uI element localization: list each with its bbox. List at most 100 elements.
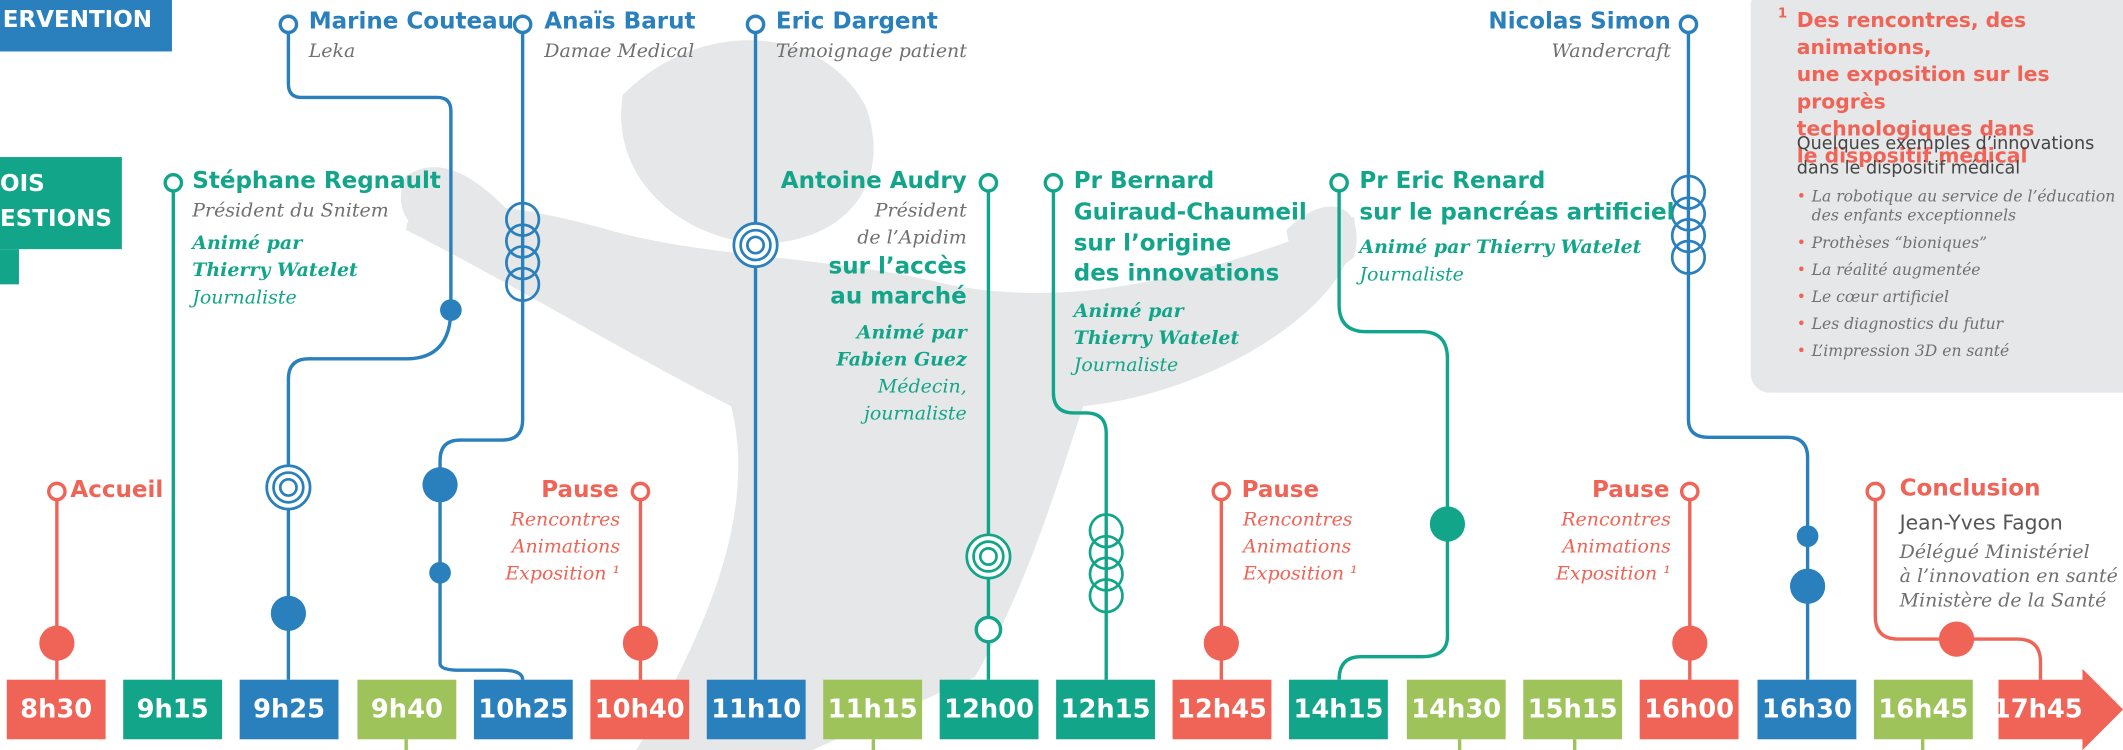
ring-conclusion: [1865, 481, 1886, 502]
pause3-l1: Rencontres: [1561, 509, 1671, 531]
guiraud-anim-2: Thierry Watelet: [1073, 327, 1240, 350]
left-tag-intervention-text: ERVENTION: [2, 6, 153, 34]
line-14h15: [1337, 192, 1450, 680]
conclusion-r2: à l’innovation en santé: [1899, 565, 2118, 588]
conclusion-r3: Ministère de la Santé: [1899, 590, 2107, 613]
left-tag-questions-tail: [0, 249, 19, 285]
conclusion-r1: Délégué Ministériel: [1899, 541, 2090, 564]
panel-item: Le cœur artificiel: [1797, 287, 2116, 306]
ring-accueil: [47, 481, 67, 502]
speaker-dargent-name: Eric Dargent: [775, 8, 938, 36]
left-tag-intervention: [0, 0, 172, 52]
panel-title-3: technologiques dans: [1796, 116, 2035, 141]
speaker-couteau-name: Marine Couteau: [308, 8, 515, 36]
regnault-anim-1: Animé par: [192, 232, 303, 255]
pause1-l2: Animations: [511, 536, 621, 558]
speaker-audry-name: Antoine Audry: [780, 167, 967, 195]
panel-item: Prothèses “bioniques”: [1797, 233, 2116, 252]
left-tag-questions-l1: OIS: [0, 170, 45, 198]
speaker-simon-name: Nicolas Simon: [1488, 8, 1671, 36]
time-12h00: 12h00: [939, 679, 1039, 740]
panel-title: Des rencontres, des animations, une expo…: [1797, 7, 2123, 169]
line-9h25: [286, 32, 453, 680]
time-16h30: 16h30: [1757, 679, 1857, 740]
renard-name-2: sur le pancréas artificiel: [1359, 199, 1675, 227]
timeline-arrow: [1998, 668, 2123, 750]
audry-topic-1: sur l’accès: [828, 253, 967, 281]
panel-item: La réalité augmentée: [1797, 260, 2116, 279]
panel-intro-1: Quelques exemples d’innovations: [1796, 134, 2095, 155]
audry-anim-2: Fabien Guez: [836, 349, 967, 371]
time-11h10: 11h10: [706, 679, 806, 740]
time-16h45: 16h45: [1873, 679, 1973, 740]
time-17h45: 17h45: [1992, 694, 2083, 725]
ring-regnault: [163, 172, 184, 193]
time-15h15: 15h15: [1523, 679, 1623, 740]
speaker-simon-org: Wandercraft: [1551, 40, 1671, 63]
ring-simon: [1678, 14, 1699, 35]
event-accueil: Accueil: [70, 476, 164, 504]
renard-anim-1: Animé par Thierry Watelet: [1359, 236, 1642, 259]
pause2-title: Pause: [1241, 476, 1320, 504]
panel-title-1: Des rencontres, des animations,: [1796, 8, 2027, 60]
ring-pause1: [630, 481, 651, 502]
speaker-couteau-org: Leka: [308, 40, 356, 63]
panel-title-2: une exposition sur les progrès: [1796, 62, 2050, 114]
guiraud-name-1: Pr Bernard: [1073, 167, 1215, 195]
audry-role-1: Président: [874, 200, 967, 223]
audry-anim-1: Animé par: [856, 322, 967, 344]
guiraud-name-2: Guiraud-Chaumeil: [1073, 199, 1307, 227]
time-12h15: 12h15: [1056, 679, 1155, 740]
pause2-l2: Animations: [1242, 536, 1352, 558]
speaker-regnault-role: Président du Snitem: [192, 200, 389, 223]
panel-item: Les diagnostics du futur: [1797, 314, 2116, 333]
speaker-dargent-org: Témoignage patient: [775, 40, 967, 63]
panel-footnote-mark: 1: [1777, 6, 1788, 22]
speaker-regnault-name: Stéphane Regnault: [192, 167, 441, 195]
time-11h15: 11h15: [823, 679, 923, 740]
ring-audry: [978, 172, 999, 193]
ring-barut: [512, 14, 533, 35]
guiraud-anim-1: Animé par: [1073, 300, 1184, 323]
renard-name-1: Pr Eric Renard: [1359, 167, 1546, 195]
regnault-anim-3: Journaliste: [192, 287, 297, 309]
pause1-l3: Exposition ¹: [505, 563, 621, 585]
ring-couteau: [278, 14, 299, 35]
time-16h00: 16h00: [1639, 679, 1739, 740]
speaker-barut-name: Anaïs Barut: [544, 8, 696, 36]
ring-pause2: [1211, 481, 1232, 502]
pause3-l3: Exposition ¹: [1556, 563, 1671, 585]
renard-anim-2: Journaliste: [1359, 264, 1464, 286]
speaker-barut-org: Damae Medical: [544, 40, 695, 63]
pause3-l2: Animations: [1562, 536, 1671, 558]
time-14h30: 14h30: [1406, 679, 1506, 740]
pause2-l3: Exposition ¹: [1242, 563, 1358, 585]
line-10h25: [438, 32, 525, 680]
time-10h25: 10h25: [473, 679, 573, 740]
line-16h30: [1686, 32, 1810, 680]
time-14h15: 14h15: [1289, 679, 1388, 740]
guiraud-anim-3: Journaliste: [1073, 354, 1179, 377]
ring-dargent: [745, 14, 766, 35]
regnault-anim-2: Thierry Watelet: [192, 259, 358, 282]
left-tag-questions: [0, 157, 122, 250]
left-tag-questions-l2: ESTIONS: [0, 205, 112, 233]
panel-item: L’impression 3D en santé: [1797, 341, 2116, 360]
panel-title-4: le dispositif médical: [1796, 143, 2028, 168]
line-12h15: [1051, 192, 1108, 680]
guiraud-topic-2: des innovations: [1073, 259, 1280, 288]
time-10h40: 10h40: [590, 679, 690, 740]
conclusion-name: Jean-Yves Fagon: [1899, 510, 2063, 535]
runner-silhouette: [400, 40, 1357, 750]
pause2-l1: Rencontres: [1242, 509, 1353, 531]
pause1-title: Pause: [541, 476, 619, 504]
panel-intro-2: dans le dispositif médical: [1796, 158, 2021, 179]
ring-guiraud: [1043, 172, 1064, 193]
guiraud-topic-1: sur l’origine: [1073, 230, 1232, 258]
ring-pause3: [1679, 481, 1700, 502]
pause3-title: Pause: [1591, 476, 1670, 504]
panel-item: La robotique au service de l’éducationde…: [1797, 187, 2116, 225]
panel-intro: Quelques exemples d’innovations dans le …: [1797, 133, 2095, 182]
conclusion-title: Conclusion: [1899, 475, 2041, 503]
